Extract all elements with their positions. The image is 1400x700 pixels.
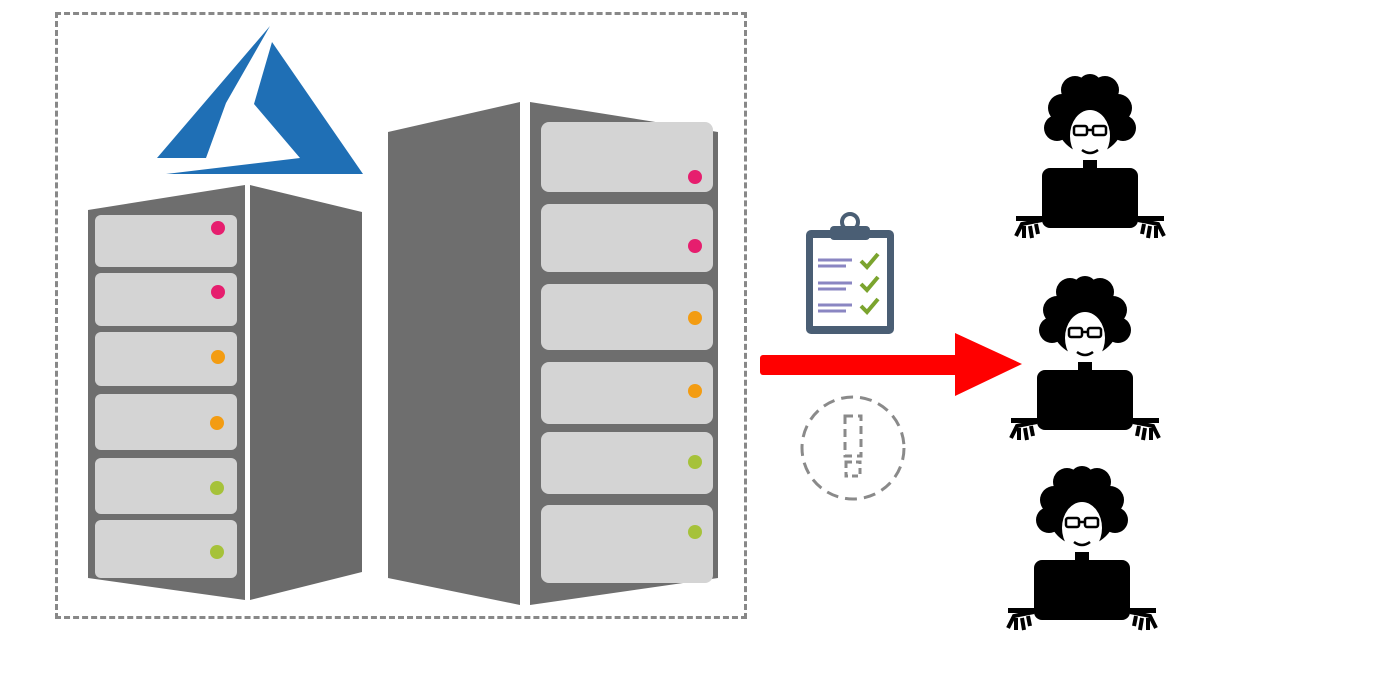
server-right-leds <box>688 170 702 539</box>
server-right <box>388 102 718 605</box>
server-right-side-panel <box>388 102 520 605</box>
server-left-drives <box>95 215 237 578</box>
azure-logo-icon <box>157 26 363 174</box>
user-laptop-icon-1 <box>1014 72 1166 240</box>
dashed-exclamation-icon <box>800 395 906 501</box>
server-left <box>88 185 362 600</box>
server-left-side-panel <box>250 185 362 600</box>
clipboard-checklist-icon <box>806 212 894 334</box>
datacenter-boundary <box>55 12 747 619</box>
arrow-right-icon <box>760 333 1022 396</box>
server-left-leds <box>210 221 225 559</box>
server-right-drives <box>541 122 713 583</box>
user-laptop-icon-2 <box>1009 274 1161 442</box>
user-laptop-icon-3 <box>1006 464 1158 632</box>
